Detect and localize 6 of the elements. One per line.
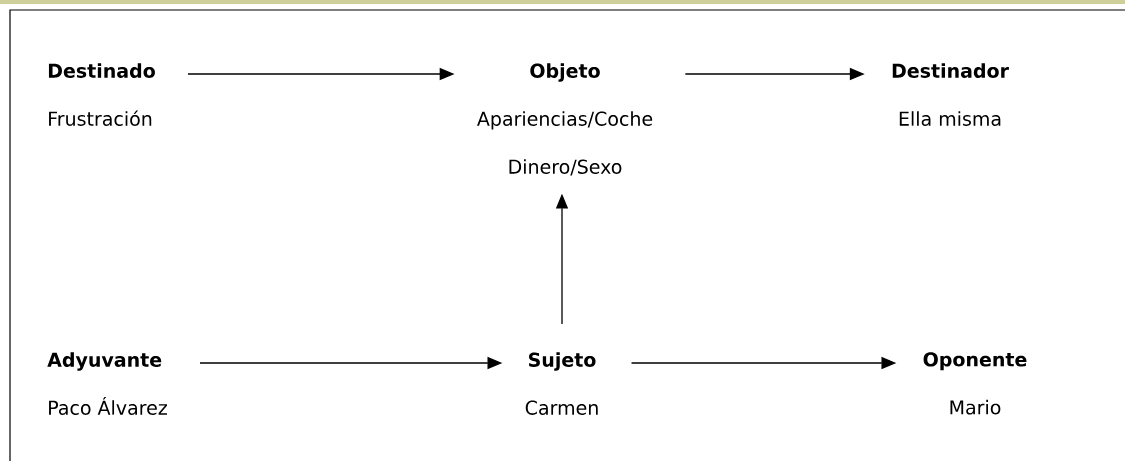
term-label: Oponente Mario (923, 352, 1027, 415)
term-label: Adyuvante Paco Álvarez (47, 352, 167, 415)
term-label: Destinado Frustración (48, 63, 155, 126)
term-label: Destinador Ella misma (892, 63, 1009, 126)
term-label: Sujeto Carmen (525, 352, 598, 415)
term-label: Objeto Apariencias/Coche Dinero/Sexo (477, 63, 653, 176)
